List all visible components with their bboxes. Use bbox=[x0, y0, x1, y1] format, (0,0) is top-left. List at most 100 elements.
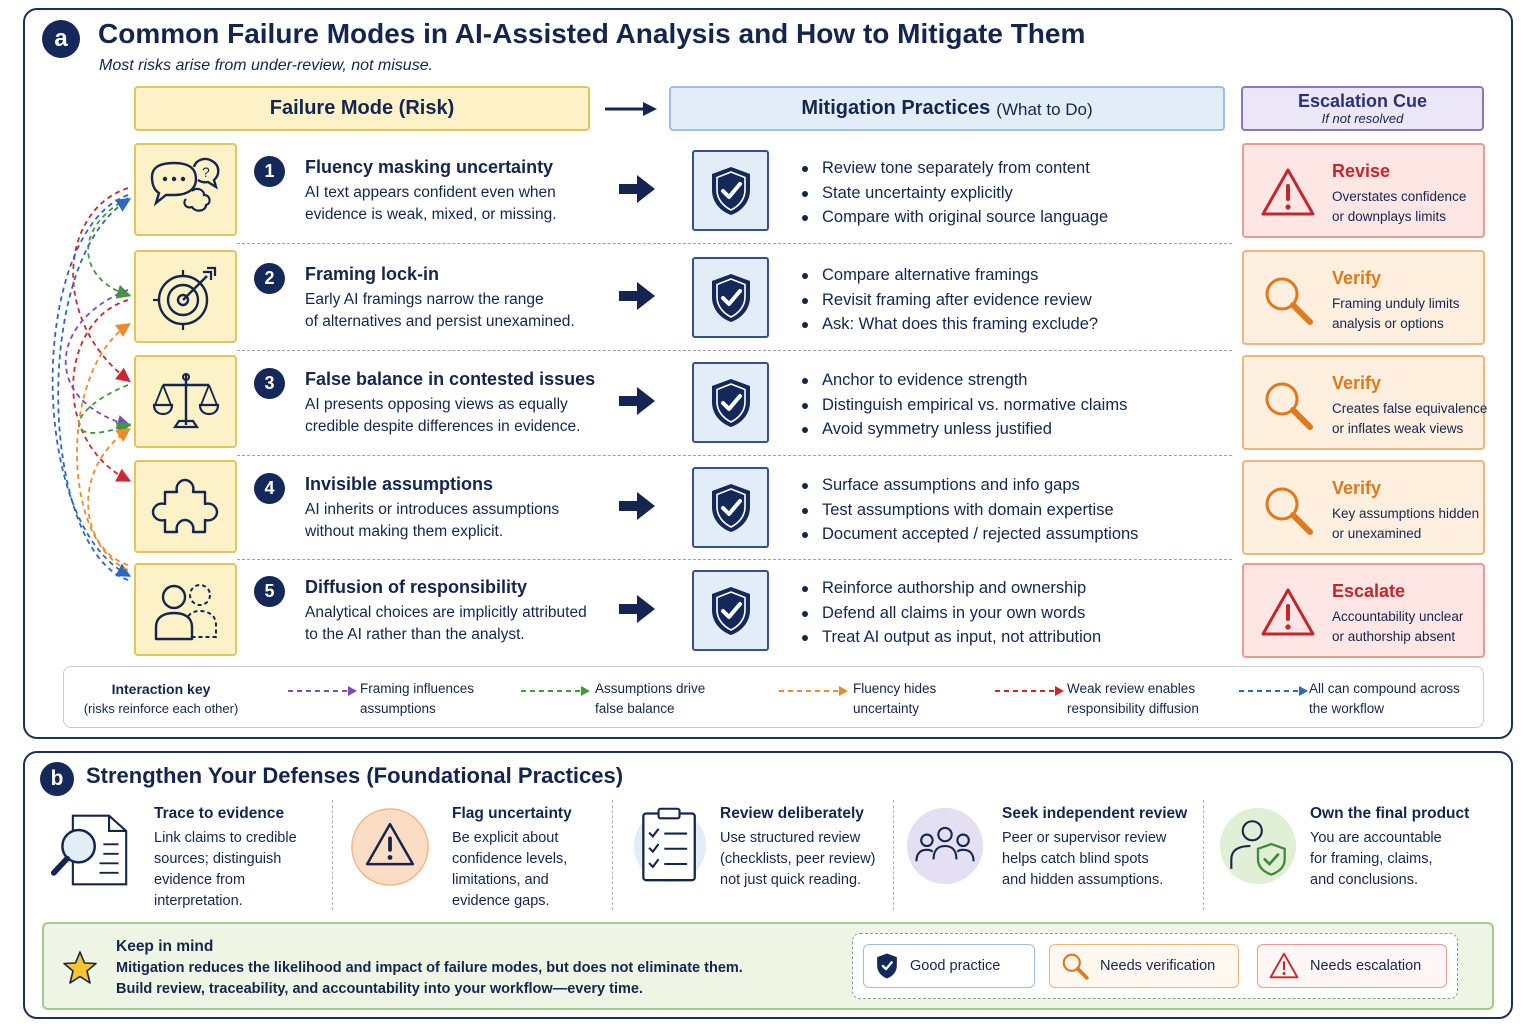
escalation-desc-line: Accountability unclear bbox=[1332, 609, 1464, 624]
legend-needs-escalation: Needs escalation bbox=[1257, 944, 1447, 988]
keep-in-mind-line: Build review, traceability, and accounta… bbox=[116, 981, 643, 997]
escalation-title: Escalate bbox=[1332, 581, 1406, 601]
practice-desc-line: interpretation. bbox=[154, 893, 243, 909]
keep-in-mind-title: Keep in mind bbox=[116, 938, 214, 955]
arrow-right-icon bbox=[619, 175, 655, 203]
risk-description: Early AI framings narrow the range of al… bbox=[305, 289, 575, 333]
escalation-title: Revise bbox=[1332, 161, 1391, 181]
key-item: Fluency hides uncertainty bbox=[853, 679, 936, 719]
escalation-card: Escalate Accountability unclear or autho… bbox=[1242, 563, 1485, 658]
row-divider bbox=[237, 455, 1232, 456]
row-divider bbox=[237, 350, 1232, 351]
practice-desc-line: and hidden assumptions. bbox=[1002, 872, 1164, 888]
mitigation-item: Avoid symmetry unless justified bbox=[800, 417, 1127, 442]
key-item-line: Assumptions drive bbox=[595, 681, 706, 696]
risk-desc-line: Analytical choices are implicitly attrib… bbox=[305, 604, 587, 621]
escalation-desc: Overstates confidence or downplays limit… bbox=[1332, 187, 1466, 227]
practice-title: Own the final product bbox=[1310, 805, 1470, 822]
mitigation-item: Compare with original source language bbox=[800, 205, 1108, 230]
interaction-key: Interaction key (risks reinforce each ot… bbox=[63, 666, 1484, 728]
mitigation-list: Reinforce authorship and ownership Defen… bbox=[800, 576, 1101, 650]
panel-a-letter: a bbox=[42, 20, 80, 58]
failure-row-1: ? 1 Fluency masking uncertainty AI text … bbox=[0, 143, 1536, 238]
risk-title: False balance in contested issues bbox=[305, 369, 596, 389]
practice-desc-line: Peer or supervisor review bbox=[1002, 830, 1167, 846]
key-line-green bbox=[521, 686, 590, 696]
key-line-purple bbox=[288, 686, 357, 696]
risk-desc-line: credible despite differences in evidence… bbox=[305, 418, 581, 435]
risk-description: AI text appears confident even when evid… bbox=[305, 182, 557, 226]
practice-desc-line: helps catch blind spots bbox=[1002, 851, 1149, 867]
interaction-key-label: Interaction key (risks reinforce each ot… bbox=[78, 679, 244, 719]
escalation-desc-line: Overstates confidence bbox=[1332, 189, 1467, 204]
row-number: 1 bbox=[254, 156, 285, 187]
practice-independent-review: Seek independent review Peer or supervis… bbox=[905, 800, 1195, 912]
key-item-line: the workflow bbox=[1309, 701, 1385, 716]
practice-desc: Link claims to credible sources; disting… bbox=[154, 828, 297, 912]
risk-desc-line: Early AI framings narrow the range bbox=[305, 291, 544, 308]
practice-divider bbox=[1203, 800, 1204, 910]
row-divider bbox=[237, 559, 1232, 560]
legend-needs-verification: Needs verification bbox=[1049, 944, 1239, 988]
mitigation-list: Review tone separately from content Stat… bbox=[800, 156, 1108, 230]
practice-desc-line: (checklists, peer review) bbox=[720, 851, 876, 867]
escalation-desc: Accountability unclear or authorship abs… bbox=[1332, 607, 1463, 647]
puzzle-icon bbox=[134, 460, 237, 553]
arrow-purple-1 bbox=[64, 289, 132, 429]
practice-divider bbox=[332, 800, 333, 910]
mitigation-item: Review tone separately from content bbox=[800, 156, 1108, 181]
escalation-card: Verify Framing unduly limits analysis or… bbox=[1242, 250, 1485, 345]
key-item-line: Fluency hides bbox=[853, 681, 937, 696]
practice-desc-line: sources; distinguish bbox=[154, 851, 282, 867]
arrow-blue-1 bbox=[51, 194, 132, 577]
mitigation-list: Surface assumptions and info gaps Test a… bbox=[800, 473, 1138, 547]
practice-desc-line: confidence levels, bbox=[452, 851, 568, 867]
risk-desc-line: AI inherits or introduces assumptions bbox=[305, 501, 560, 518]
mitigation-list: Compare alternative framings Revisit fra… bbox=[800, 263, 1098, 337]
practice-divider bbox=[612, 800, 613, 910]
practice-desc-line: Link claims to credible bbox=[154, 830, 297, 846]
mitigation-item: Reinforce authorship and ownership bbox=[800, 576, 1101, 601]
practice-divider bbox=[893, 800, 894, 910]
escalation-desc-line: or authorship absent bbox=[1332, 629, 1456, 644]
person-shield-icon bbox=[1219, 807, 1297, 885]
practice-desc-line: and conclusions. bbox=[1310, 872, 1419, 888]
mitigation-item: Test assumptions with domain expertise bbox=[800, 498, 1138, 523]
escalation-desc: Creates false equivalence or inflates we… bbox=[1332, 399, 1487, 439]
practice-flag-uncertainty: Flag uncertainty Be explicit about confi… bbox=[350, 800, 620, 912]
practice-desc: You are accountable for framing, claims,… bbox=[1310, 828, 1442, 891]
escalation-desc-line: Framing unduly limits bbox=[1332, 296, 1460, 311]
escalation-desc-line: or inflates weak views bbox=[1332, 421, 1464, 436]
escalation-title: Verify bbox=[1332, 268, 1382, 288]
risk-desc-line: evidence is weak, mixed, or missing. bbox=[305, 206, 557, 223]
warning-icon bbox=[1269, 952, 1299, 979]
page-title: Common Failure Modes in AI-Assisted Anal… bbox=[98, 18, 1086, 49]
key-item-line: assumptions bbox=[360, 701, 436, 716]
practice-desc-line: evidence gaps. bbox=[452, 893, 550, 909]
risk-desc-line: AI text appears confident even when bbox=[305, 184, 556, 201]
key-item-line: Weak review enables bbox=[1067, 681, 1196, 696]
legend-label: Good practice bbox=[910, 958, 1001, 974]
practice-desc-line: Be explicit about bbox=[452, 830, 559, 846]
mitigation-item: State uncertainty explicitly bbox=[800, 181, 1108, 206]
section-title: Strengthen Your Defenses (Foundational P… bbox=[86, 763, 624, 788]
key-line-blue bbox=[1239, 686, 1308, 696]
risk-description: AI presents opposing views as equally cr… bbox=[305, 394, 580, 438]
arrow-orange-1 bbox=[76, 323, 131, 571]
svg-text:?: ? bbox=[202, 164, 210, 180]
escalation-title: Verify bbox=[1332, 478, 1382, 498]
escalation-desc-line: analysis or options bbox=[1332, 316, 1444, 331]
warning-icon bbox=[1261, 168, 1315, 216]
practice-desc-line: Use structured review bbox=[720, 830, 861, 846]
escalation-card: Revise Overstates confidence or downplay… bbox=[1242, 143, 1485, 238]
interaction-key-subtitle: (risks reinforce each other) bbox=[83, 701, 239, 716]
practice-title: Trace to evidence bbox=[154, 805, 285, 822]
interaction-arrows bbox=[51, 187, 132, 581]
row-divider bbox=[237, 243, 1232, 244]
risk-title: Fluency masking uncertainty bbox=[305, 157, 554, 177]
arrow-right-icon bbox=[619, 282, 655, 310]
people-icon bbox=[134, 563, 237, 656]
magnifier-icon bbox=[1062, 953, 1089, 980]
key-line-red bbox=[995, 686, 1064, 696]
magnifier-icon bbox=[1265, 277, 1313, 325]
